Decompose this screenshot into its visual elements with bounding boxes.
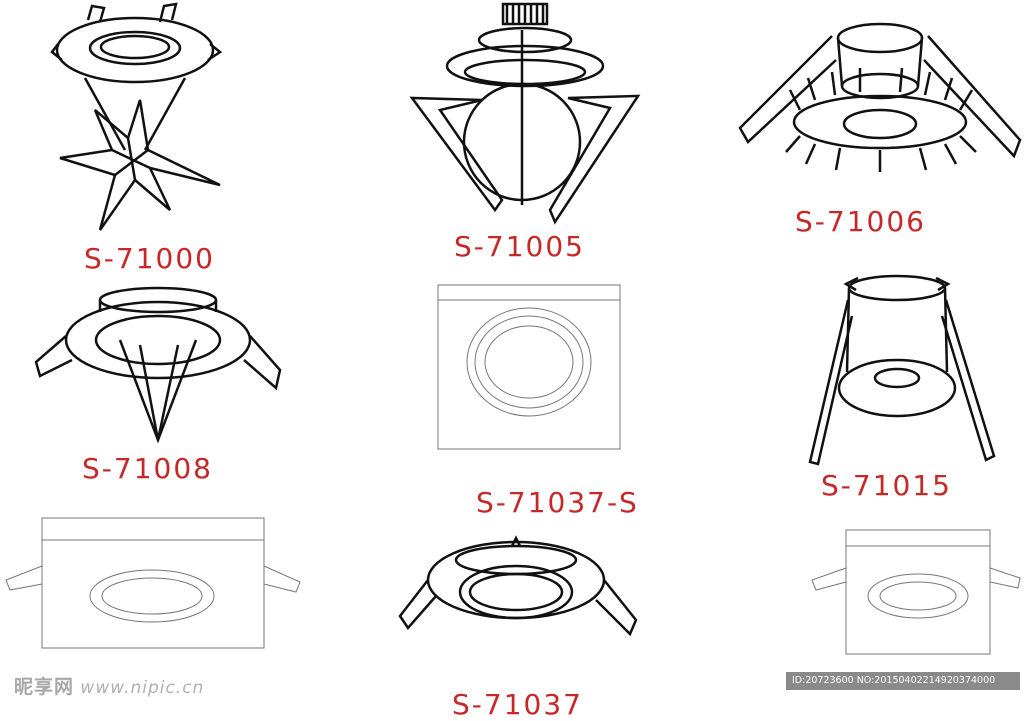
product-drawing-s71015 [808,274,996,466]
product-drawing-s71037 [398,535,638,637]
product-drawing-bottom-left [5,517,301,649]
product-drawing-bottom-right [811,529,1021,655]
product-code-label: S-71015 [821,469,952,502]
product-code-label: S-71006 [795,205,926,238]
product-code-label: S-71037-S [476,486,639,519]
product-drawing-s71005 [409,2,641,225]
product-drawing-s71000 [50,2,223,231]
product-code-label: S-71005 [454,230,585,263]
watermark-brand: 昵享网 [14,676,75,698]
watermark: 昵享网 www.nipic.cn [14,672,204,699]
image-id-bar: ID:20723600 NO:20150402214920374000 [786,672,1020,690]
product-drawing-s71006 [738,22,1022,172]
product-drawings [5,2,1022,655]
product-code-label: S-71037 [452,688,583,721]
product-code-label: S-71008 [82,452,213,485]
product-drawing-s71037s [437,284,621,450]
product-code-label: S-71000 [84,242,215,275]
product-drawing-s71008 [34,286,282,444]
watermark-url: www.nipic.cn [80,678,205,698]
